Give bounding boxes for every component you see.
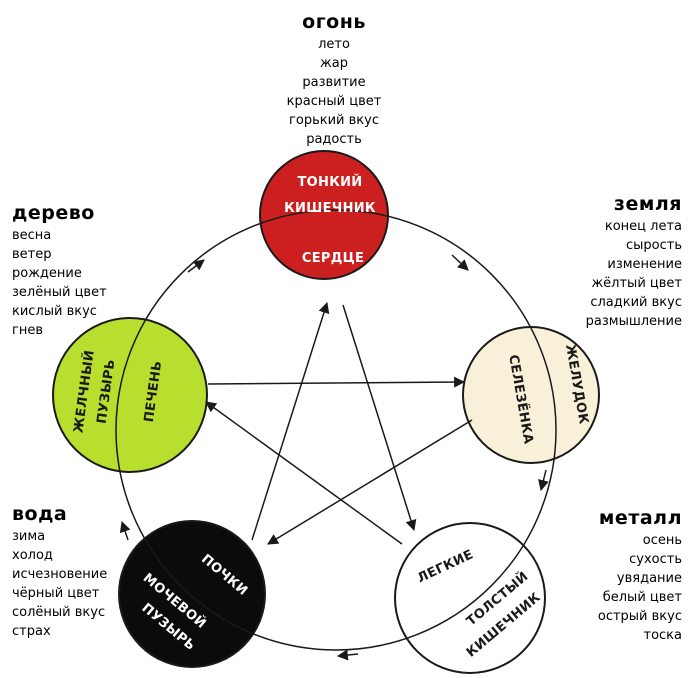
water-circle <box>118 520 266 668</box>
wood-attr-2: ветер <box>12 247 51 262</box>
wood-circle <box>52 317 208 473</box>
metal-attr-4: белый цвет <box>603 590 683 605</box>
fire-circle <box>259 150 389 280</box>
wood-attr-4: зелёный цвет <box>12 285 107 300</box>
water-attr-4: чёрный цвет <box>12 586 100 601</box>
ring-arrow-water-to-wood <box>119 520 131 541</box>
metal-attr-2: сухость <box>629 552 682 567</box>
water-attr-5: солёный вкус <box>12 605 105 620</box>
fire-attr-4: красный цвет <box>287 94 382 109</box>
generating-cycle-ring <box>115 209 557 651</box>
fire-attr-6: радость <box>306 132 362 147</box>
metal-circle <box>394 522 546 674</box>
wood-title: дерево <box>12 202 95 224</box>
fire-attr-3: развитие <box>302 75 365 90</box>
star-arrow-metal-to-wood <box>205 401 403 545</box>
fire-title: огонь <box>302 11 366 33</box>
wood-attr-3: рождение <box>12 266 82 281</box>
metal-attr-5: острый вкус <box>598 609 682 624</box>
wood-attr-5: кислый вкус <box>12 304 97 319</box>
water-attr-6: страх <box>12 624 51 639</box>
water-attr-3: исчезновение <box>12 567 107 582</box>
ring-arrow-wood-to-fire <box>187 259 205 273</box>
earth-attr-1: конец лета <box>605 219 682 234</box>
water-attr-1: зима <box>12 529 45 544</box>
metal-attr-3: увядание <box>617 571 682 586</box>
metal-attr-1: осень <box>643 533 682 548</box>
ring-arrow-metal-to-water <box>336 649 359 661</box>
earth-attr-2: сырость <box>626 238 682 253</box>
star-arrow-wood-to-earth <box>207 376 466 388</box>
star-arrow-earth-to-water <box>267 419 473 545</box>
water-title: вода <box>12 503 67 525</box>
earth-attr-6: размышление <box>586 314 682 329</box>
fire-attr-1: лето <box>318 37 350 52</box>
wood-attr-6: гнев <box>12 323 43 338</box>
fire-organ-1: ТОНКИЙ <box>298 174 363 190</box>
water-attr-2: холод <box>12 548 53 563</box>
earth-attr-5: сладкий вкус <box>590 295 682 310</box>
earth-attr-3: изменение <box>607 257 682 272</box>
fire-attr-5: горький вкус <box>289 113 379 128</box>
earth-attr-4: жёлтый цвет <box>591 276 682 291</box>
ring-arrow-earth-to-metal <box>538 469 549 492</box>
metal-title: металл <box>599 507 682 529</box>
ring-arrow-fire-to-earth <box>451 254 469 271</box>
earth-title: земля <box>614 193 682 215</box>
fire-attr-2: жар <box>320 56 348 71</box>
star-arrow-water-to-fire <box>251 301 330 541</box>
fire-organ-2: КИШЕЧНИК <box>284 201 376 216</box>
star-arrow-fire-to-metal <box>342 304 417 532</box>
wood-attr-1: весна <box>12 228 51 243</box>
metal-attr-6: тоска <box>644 628 683 643</box>
fire-organ-3: СЕРДЦЕ <box>302 251 364 266</box>
